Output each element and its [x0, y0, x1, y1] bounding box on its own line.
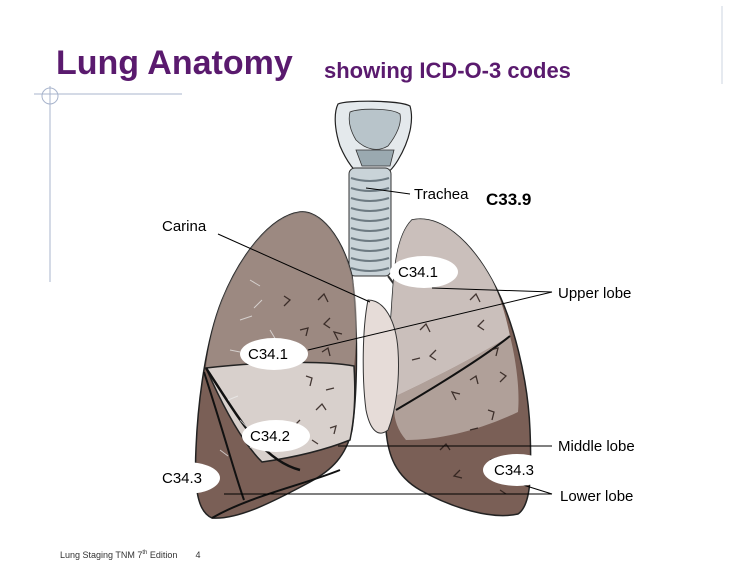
slide-footer: Lung Staging TNM 7th Edition 4	[60, 550, 200, 560]
larynx	[334, 100, 413, 179]
code-right-lower: C34.3	[494, 462, 535, 479]
label-trachea: Trachea	[414, 186, 469, 203]
page-number: 4	[195, 550, 201, 560]
code-bubble-right-lower	[483, 454, 551, 486]
code-bubble-right-upper	[390, 256, 458, 288]
label-carina: Carina	[162, 218, 207, 235]
upper-lobe-leader-right	[431, 287, 553, 293]
code-left-lower: C34.3	[162, 470, 203, 487]
code-middle: C34.2	[250, 428, 291, 445]
code-bubble-left-upper	[240, 338, 308, 370]
leader-lines	[217, 187, 553, 495]
footer-edition: Edition	[147, 550, 178, 560]
code-bubble-middle	[242, 420, 310, 452]
code-left-upper: C34.1	[248, 346, 289, 363]
trachea	[339, 167, 401, 293]
slide-subtitle: showing ICD-O-3 codes	[324, 58, 571, 83]
label-upper-lobe: Upper lobe	[558, 285, 632, 302]
code-right-upper: C34.1	[398, 264, 439, 281]
lower-lobe-leader-right	[519, 483, 553, 495]
code-bubble-left-lower	[152, 462, 220, 494]
footer-superscript: th	[142, 550, 148, 556]
guide-circle	[41, 87, 59, 105]
label-lower-lobe: Lower lobe	[560, 488, 634, 505]
slide-title: Lung Anatomy	[56, 44, 293, 82]
label-middle-lobe: Middle lobe	[558, 438, 635, 455]
footer-text: Lung Staging TNM 7	[60, 550, 143, 560]
carina-leader	[217, 233, 371, 303]
trachea-leader	[365, 187, 411, 195]
code-trachea: C33.9	[486, 190, 532, 209]
upper-lobe-leader-left	[307, 291, 553, 351]
